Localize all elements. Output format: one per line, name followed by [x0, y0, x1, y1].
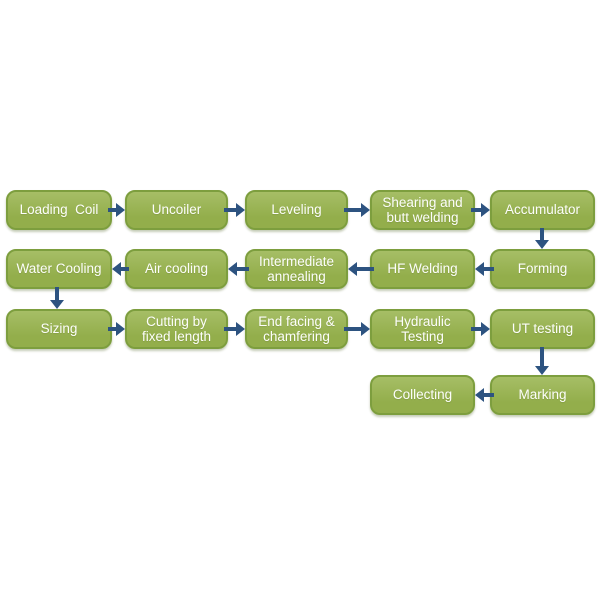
- flow-box-loading-coil: Loading Coil: [6, 190, 112, 230]
- flow-box-label: Marking: [518, 387, 567, 403]
- flow-box-label: Air cooling: [144, 261, 209, 277]
- arrowhead-left-icon: [475, 262, 484, 276]
- flow-box-label: Cutting by fixed length: [141, 313, 212, 344]
- connector-intermediate-annealing-to-air-cooling: [235, 267, 249, 271]
- flow-box-label: Forming: [517, 261, 568, 277]
- arrowhead-right-icon: [481, 203, 490, 217]
- flow-box-label: Sizing: [40, 321, 78, 337]
- connector-accumulator-to-forming: [540, 228, 544, 242]
- flow-box-label: Collecting: [392, 387, 453, 403]
- connector-loading-coil-to-uncoiler: [108, 208, 118, 212]
- arrowhead-left-icon: [228, 262, 237, 276]
- flow-box-hydraulic-testing: Hydraulic Testing: [370, 309, 475, 349]
- flow-box-shearing-butt-welding: Shearing and butt welding: [370, 190, 475, 230]
- arrowhead-right-icon: [236, 322, 245, 336]
- arrowhead-left-icon: [112, 262, 121, 276]
- connector-hf-welding-to-intermediate-annealing: [355, 267, 374, 271]
- arrowhead-right-icon: [116, 322, 125, 336]
- flow-box-cutting-fixed-length: Cutting by fixed length: [125, 309, 228, 349]
- connector-marking-to-collecting: [482, 393, 494, 397]
- arrowhead-right-icon: [361, 203, 370, 217]
- flow-box-uncoiler: Uncoiler: [125, 190, 228, 230]
- arrowhead-left-icon: [348, 262, 357, 276]
- flow-box-water-cooling: Water Cooling: [6, 249, 112, 289]
- connector-uncoiler-to-leveling: [224, 208, 238, 212]
- flow-box-label: Intermediate annealing: [258, 253, 338, 284]
- flow-box-label: UT testing: [511, 321, 574, 337]
- flow-box-forming: Forming: [490, 249, 595, 289]
- connector-ut-testing-to-marking: [540, 347, 544, 368]
- connector-end-facing-to-hydraulic-testing: [344, 327, 363, 331]
- arrowhead-right-icon: [116, 203, 125, 217]
- arrowhead-right-icon: [236, 203, 245, 217]
- connector-shearing-to-accumulator: [471, 208, 483, 212]
- flow-box-collecting: Collecting: [370, 375, 475, 415]
- flow-box-intermediate-annealing: Intermediate annealing: [245, 249, 348, 289]
- flow-box-label: Hydraulic Testing: [394, 313, 455, 344]
- connector-air-cooling-to-water-cooling: [119, 267, 129, 271]
- flow-box-label: Leveling: [271, 202, 322, 218]
- flow-box-sizing: Sizing: [6, 309, 112, 349]
- connector-sizing-to-cutting: [108, 327, 118, 331]
- flow-box-leveling: Leveling: [245, 190, 348, 230]
- connector-cutting-to-end-facing: [224, 327, 238, 331]
- flow-box-label: Uncoiler: [151, 202, 202, 218]
- arrowhead-right-icon: [481, 322, 490, 336]
- flow-box-label: Loading Coil: [19, 202, 99, 218]
- flow-box-marking: Marking: [490, 375, 595, 415]
- flow-box-label: End facing & chamfering: [258, 313, 339, 344]
- connector-hydraulic-testing-to-ut-testing: [471, 327, 483, 331]
- arrowhead-down-icon: [50, 300, 64, 309]
- flow-box-label: Shearing and butt welding: [382, 194, 467, 225]
- connector-forming-to-hf-welding: [482, 267, 494, 271]
- flow-box-air-cooling: Air cooling: [125, 249, 228, 289]
- flow-box-label: HF Welding: [387, 261, 458, 277]
- arrowhead-right-icon: [361, 322, 370, 336]
- flow-box-end-facing-chamfering: End facing & chamfering: [245, 309, 348, 349]
- connector-leveling-to-shearing: [344, 208, 363, 212]
- flow-box-accumulator: Accumulator: [490, 190, 595, 230]
- arrowhead-down-icon: [535, 240, 549, 249]
- arrowhead-down-icon: [535, 366, 549, 375]
- connector-water-cooling-to-sizing: [55, 287, 59, 302]
- arrowhead-left-icon: [475, 388, 484, 402]
- flow-box-ut-testing: UT testing: [490, 309, 595, 349]
- flow-box-hf-welding: HF Welding: [370, 249, 475, 289]
- flow-box-label: Water Cooling: [16, 261, 102, 277]
- flow-box-label: Accumulator: [504, 202, 581, 218]
